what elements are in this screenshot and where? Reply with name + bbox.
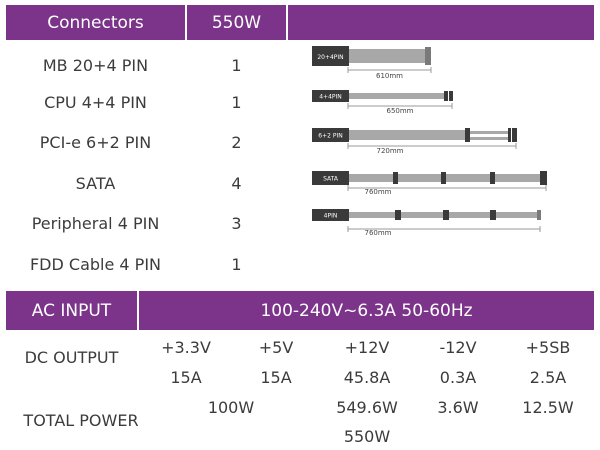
- row-count-sata: 4: [231, 173, 242, 193]
- rail-3v3: +3.3V: [161, 337, 211, 357]
- total-power-label: TOTAL POWER: [23, 410, 139, 430]
- length-label-peripheral: 760mm: [365, 229, 392, 237]
- plug-mb: [312, 46, 349, 66]
- header-wattage: 550W: [187, 5, 286, 40]
- row-name-fdd: FDD Cable 4 PIN: [29, 254, 162, 274]
- length-label-sata: 760mm: [365, 188, 392, 196]
- cable-body-pcie: [349, 130, 465, 140]
- power-m12v: 3.6W: [437, 397, 479, 417]
- row-count-cpu: 1: [231, 92, 242, 112]
- ac-input-header: AC INPUT: [6, 291, 137, 330]
- rail-5v: +5V: [258, 337, 294, 357]
- cable-cpu: 4+4PIN 650mm: [312, 90, 453, 115]
- end-connector-mb: [425, 47, 431, 65]
- cable-pcie: 6+2 PIN 720mm: [312, 128, 517, 155]
- plug-label-peripheral: 4PIN: [324, 213, 338, 220]
- header-cable-diagram: [288, 5, 594, 40]
- row-count-fdd: 1: [231, 254, 242, 274]
- plug-label-pcie: 6+2 PIN: [318, 133, 342, 140]
- rail-12v: +12V: [344, 337, 390, 357]
- power-12v: 549.6W: [336, 397, 398, 417]
- dc-output-label: DC OUTPUT: [24, 347, 119, 367]
- row-count-pcie: 2: [231, 132, 242, 152]
- rail-5sb: +5SB: [525, 337, 571, 357]
- cable-peripheral: 4PIN 760mm: [312, 209, 541, 237]
- power-5sb: 12.5W: [522, 397, 574, 417]
- header-connectors: Connectors: [6, 5, 185, 40]
- row-name-cpu: CPU 4+4 PIN: [44, 92, 147, 112]
- current-3v3: 15A: [170, 367, 202, 387]
- row-name-pcie: PCI-e 6+2 PIN: [39, 132, 152, 152]
- plug-peripheral: [312, 209, 349, 221]
- plug-label-sata: SATA: [323, 176, 339, 183]
- end-connector-sata: [540, 171, 547, 185]
- cable-diagrams: 20+4PIN 610mm 4+4PIN 650mm 6+2 PIN 720mm: [312, 46, 547, 237]
- plug-label-cpu: 4+4PIN: [319, 94, 342, 101]
- current-5sb: 2.5A: [529, 367, 567, 387]
- header-connectors-label: Connectors: [47, 12, 144, 33]
- row-count-peripheral: 3: [231, 213, 242, 233]
- ac-input-value: 100-240V~6.3A 50-60Hz: [260, 300, 473, 321]
- current-m12v: 0.3A: [439, 367, 477, 387]
- plug-pcie: [312, 128, 349, 142]
- current-12v: 45.8A: [343, 367, 391, 387]
- length-label-pcie: 720mm: [377, 147, 404, 155]
- plug-cpu: [312, 90, 349, 102]
- cable-body-mb: [349, 49, 425, 63]
- ac-input-label: AC INPUT: [31, 300, 112, 321]
- end-connector-pcie: [512, 128, 517, 142]
- rail-m12v: -12V: [439, 337, 477, 357]
- power-combined-3v3-5v: 100W: [207, 397, 255, 417]
- row-name-peripheral: Peripheral 4 PIN: [31, 213, 160, 233]
- cable-sata: SATA 760mm: [312, 171, 547, 196]
- plug-sata: [312, 171, 349, 185]
- header-wattage-label: 550W: [211, 12, 262, 33]
- total-power-value: 550W: [343, 426, 391, 446]
- length-label-mb: 610mm: [376, 72, 403, 80]
- ac-input-value-cell: 100-240V~6.3A 50-60Hz: [139, 291, 594, 330]
- row-name-mb: MB 20+4 PIN: [42, 55, 149, 75]
- length-label-cpu: 650mm: [387, 107, 414, 115]
- row-count-mb: 1: [231, 55, 242, 75]
- cable-mb: 20+4PIN 610mm: [312, 46, 432, 80]
- current-5v: 15A: [260, 367, 292, 387]
- end-connector-cpu: [449, 91, 453, 101]
- plug-label-mb: 20+4PIN: [317, 54, 343, 61]
- cable-body-cpu: [349, 93, 445, 99]
- end-connector-peripheral: [537, 210, 541, 220]
- row-name-sata: SATA: [75, 173, 116, 193]
